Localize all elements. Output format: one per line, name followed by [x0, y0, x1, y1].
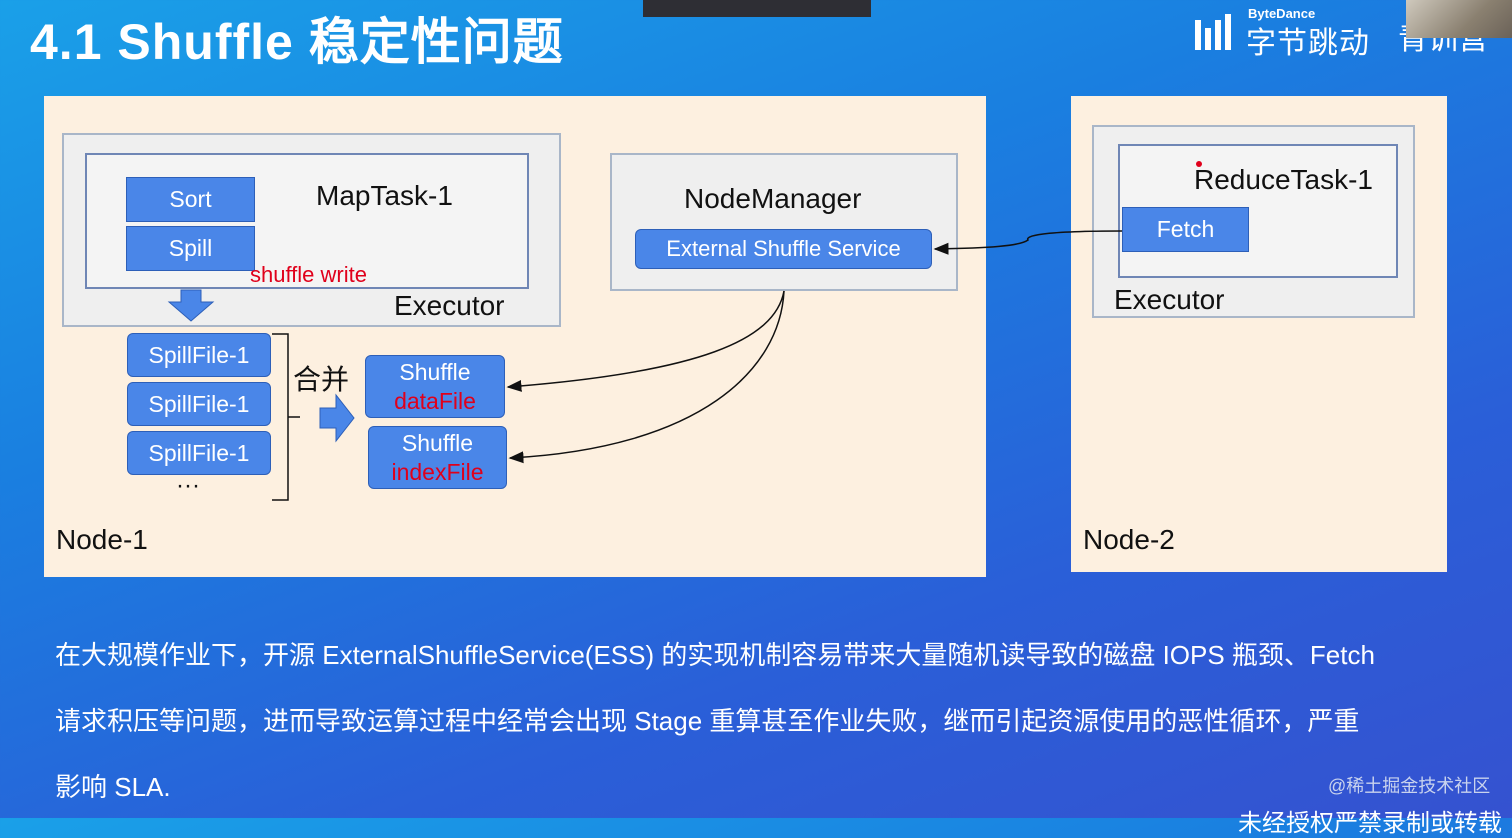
- datafile-line2: dataFile: [394, 387, 476, 414]
- node-1-executor-label: Executor: [394, 290, 505, 321]
- bottom-cut-text: 未经授权严禁录制或转载: [1238, 810, 1502, 837]
- diagram-connectors: [167, 230, 1123, 501]
- description-paragraph: 在大规模作业下，开源 ExternalShuffleService(ESS) 的…: [55, 622, 1475, 820]
- right-block-arrow-icon: [319, 393, 355, 443]
- ellipsis-label: ···: [176, 472, 200, 499]
- spillfile-bracket: [272, 333, 300, 501]
- datafile-line1: Shuffle: [399, 358, 471, 385]
- paragraph-line: 请求积压等问题，进而导致运算过程中经常会出现 Stage 重算甚至作业失败，继而…: [55, 706, 1360, 736]
- external-shuffle-service-box: External Shuffle Service: [635, 229, 932, 269]
- cursor-dot-icon: [1196, 161, 1202, 167]
- merge-label: 合并: [293, 364, 350, 395]
- node-1-label: Node-1: [56, 524, 148, 555]
- spill-box: Spill: [126, 226, 255, 271]
- sort-box: Sort: [126, 177, 255, 222]
- down-block-arrow-icon: [167, 289, 215, 322]
- fetch-to-ess-connector: [933, 230, 1123, 255]
- shuffle-indexfile-box: Shuffle indexFile: [368, 426, 507, 489]
- indexfile-line1: Shuffle: [401, 429, 474, 456]
- reducetask-label: ReduceTask-1: [1194, 164, 1373, 195]
- ess-to-indexfile-connector: [508, 290, 785, 464]
- paragraph-line: 在大规模作业下，开源 ExternalShuffleService(ESS) 的…: [55, 640, 1375, 670]
- indexfile-line2: indexFile: [391, 458, 484, 485]
- logo-chinese-text: 字节跳动: [1246, 27, 1370, 60]
- node-2-label: Node-2: [1083, 524, 1175, 555]
- watermark: @稀土掘金技术社区: [1328, 776, 1491, 796]
- paragraph-line: 影响 SLA.: [55, 772, 171, 802]
- shuffle-write-label: shuffle write: [250, 262, 367, 287]
- logo-bytedance-text: ByteDance: [1248, 6, 1316, 21]
- maptask-label: MapTask-1: [316, 180, 453, 211]
- node-2-executor-label: Executor: [1114, 284, 1225, 315]
- spillfile-box: SpillFile-1: [127, 382, 271, 426]
- top-toolbar-strip: [643, 0, 871, 17]
- slide-title: 4.1 Shuffle 稳定性问题: [30, 14, 564, 70]
- spillfile-box: SpillFile-1: [127, 333, 271, 377]
- nodemanager-label: NodeManager: [684, 183, 862, 214]
- ess-to-datafile-connector: [506, 290, 785, 392]
- spillfile-box: SpillFile-1: [127, 431, 271, 475]
- webcam-overlay: [1406, 0, 1512, 38]
- fetch-box: Fetch: [1122, 207, 1249, 252]
- shuffle-datafile-box: Shuffle dataFile: [365, 355, 505, 418]
